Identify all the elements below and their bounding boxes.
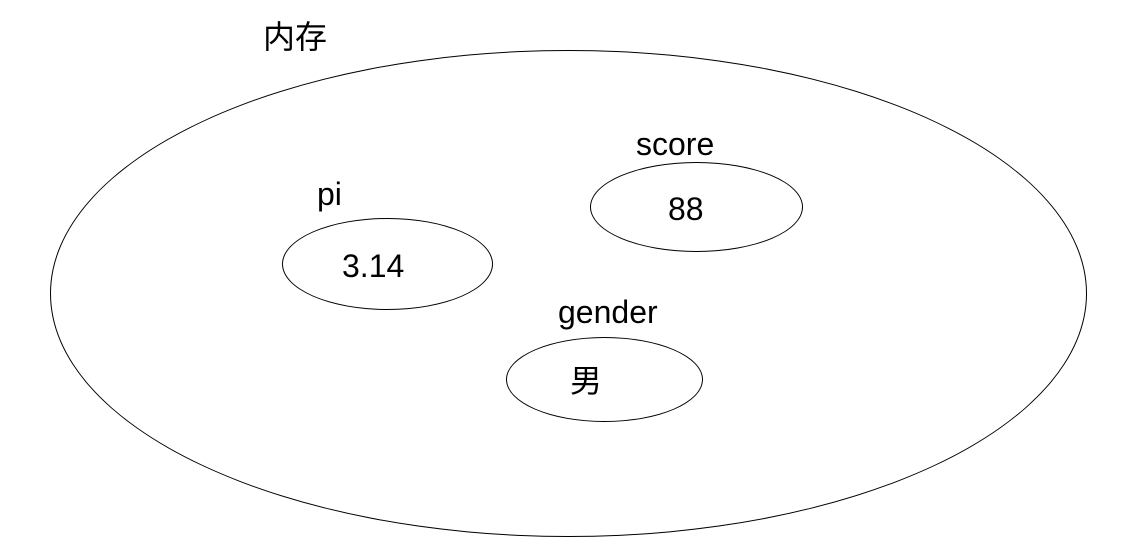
variable-value-gender: 男	[570, 363, 603, 399]
variable-ellipse-gender	[506, 337, 703, 422]
variable-name-pi: pi	[317, 176, 342, 212]
variable-ellipse-pi	[282, 218, 493, 310]
variable-ellipse-score	[590, 162, 803, 252]
memory-label: 内存	[263, 19, 328, 55]
memory-ellipse	[50, 50, 1087, 537]
variable-value-pi: 3.14	[342, 248, 405, 284]
variable-value-score: 88	[668, 191, 704, 227]
variable-name-gender: gender	[558, 294, 658, 330]
variable-name-score: score	[636, 126, 715, 162]
